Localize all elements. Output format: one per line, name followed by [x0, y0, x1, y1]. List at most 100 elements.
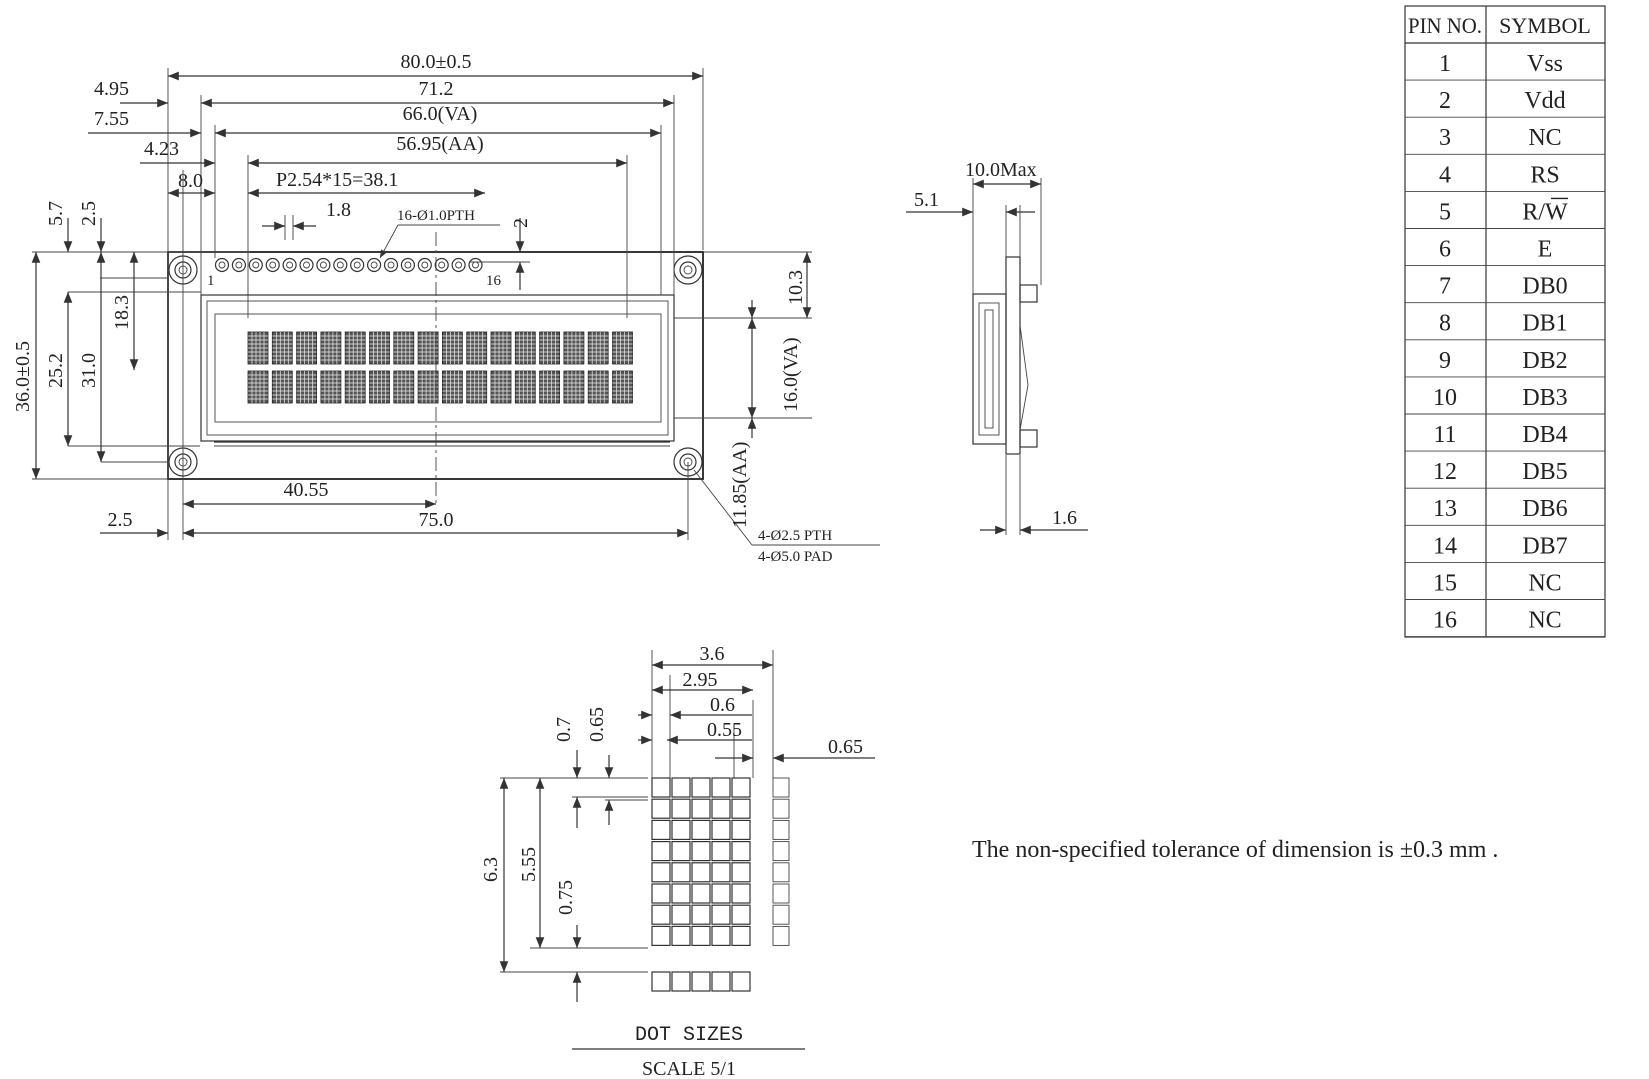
dot: [772, 862, 790, 883]
dot: [671, 883, 691, 904]
pin-symbol: DB6: [1522, 496, 1567, 522]
dot: [651, 777, 671, 798]
dot: [691, 777, 711, 798]
pin-symbol: RS: [1530, 162, 1559, 188]
lcd-character: [369, 331, 390, 365]
dim-aa-width: 56.95(AA): [396, 133, 483, 155]
pin-symbol: E: [1538, 237, 1553, 263]
dim-overall-height: 36.0±0.5: [12, 341, 34, 412]
dot: [711, 883, 731, 904]
dot: [651, 819, 671, 841]
pin-symbol: DB7: [1522, 533, 1567, 559]
lcd-character: [563, 331, 585, 365]
dim-cursor-gap: 0.75: [555, 880, 577, 915]
pin-hole: [248, 257, 263, 273]
lcd-character: [612, 331, 633, 365]
dim-v-18-3: 18.3: [111, 295, 133, 330]
lcd-character: [490, 370, 512, 404]
dot: [671, 840, 691, 862]
dim-v-0-7: 0.7: [553, 717, 575, 742]
pin-symbol: DB2: [1522, 348, 1567, 374]
mounting-hole: [673, 255, 703, 285]
dot: [691, 862, 711, 883]
pin-symbol: DB0: [1522, 274, 1567, 300]
pin-number: 15: [1433, 570, 1457, 596]
pin-symbol: DB4: [1522, 422, 1567, 448]
dim-max-thickness: 10.0Max: [965, 159, 1037, 181]
pin-symbol: DB5: [1522, 459, 1567, 485]
lcd-character: [271, 331, 293, 365]
lcd-character: [296, 370, 318, 404]
lcd-character: [393, 370, 415, 404]
pin-number: 3: [1439, 125, 1451, 151]
front-view: 80.0±0.5 71.2 66.0(VA) 56.95(AA) P2.54*1…: [12, 51, 880, 565]
pin-hole: [316, 257, 331, 273]
dot: [671, 904, 691, 925]
dot: [772, 798, 790, 819]
dot: [731, 840, 751, 862]
lcd-character: [539, 331, 560, 365]
lcd-character: [271, 370, 293, 404]
pin-number: 12: [1433, 459, 1457, 485]
dot-detail: 3.6 2.95 0.6 0.55 0.65 0.7 0.65 6.3 5.55…: [480, 643, 875, 1079]
dot: [651, 798, 671, 819]
dim-dot-pitch: 0.6: [710, 694, 735, 716]
dot: [731, 798, 751, 819]
dot: [731, 883, 751, 904]
pin-symbol: DB1: [1522, 311, 1567, 337]
lcd-character: [490, 331, 512, 365]
pin-hole: [333, 257, 348, 273]
dim-v-0-65: 0.65: [586, 707, 608, 742]
pin-row: [214, 257, 483, 273]
dot: [772, 777, 790, 798]
lcd-character: [393, 331, 415, 365]
pin-symbol: NC: [1528, 570, 1561, 596]
pin-hole: [282, 257, 297, 273]
dot-detail-scale: SCALE 5/1: [642, 1058, 736, 1079]
pin-hole: [417, 257, 432, 273]
pin-symbol: NC: [1528, 125, 1561, 151]
pin-hole: [214, 257, 230, 273]
dim-dot-height-span: 5.55: [518, 847, 540, 882]
dot: [691, 904, 711, 925]
dot: [651, 862, 671, 883]
dot: [711, 862, 731, 883]
pin-number: 13: [1433, 496, 1457, 522]
pin-hole: [434, 257, 449, 273]
dot: [731, 904, 751, 925]
lcd-character: [320, 331, 342, 365]
pin-hole: [350, 257, 365, 273]
dot: [691, 883, 711, 904]
dot: [651, 904, 671, 925]
dot: [671, 798, 691, 819]
dim-char-height: 6.3: [480, 857, 502, 882]
dot: [772, 925, 790, 946]
lcd-character: [369, 370, 390, 404]
lcd-character: [296, 331, 318, 365]
label-pin-last: 16: [486, 273, 502, 289]
lcd-character: [320, 370, 342, 404]
dot: [691, 819, 711, 841]
pin-hole: [400, 257, 415, 273]
dot: [651, 925, 671, 947]
dot: [772, 841, 790, 862]
dim-side-offset: 5.1: [914, 189, 939, 211]
tolerance-note: The non-specified tolerance of dimension…: [972, 837, 1498, 863]
dim-pin-row-offset: 2: [510, 218, 532, 228]
dim-bottom-40-55: 40.55: [284, 479, 329, 501]
dim-aa-height: 11.85(AA): [729, 442, 751, 528]
pin-number: 14: [1433, 533, 1457, 559]
dot: [772, 883, 790, 904]
dim-left-7-55: 7.55: [94, 108, 129, 130]
pin-hole: [468, 257, 483, 273]
dot: [691, 925, 711, 947]
dim-hole-pitch-x: 71.2: [419, 78, 454, 100]
dot: [711, 777, 731, 798]
side-view: 10.0Max 5.1 1.6: [906, 159, 1088, 535]
dim-left-4-23: 4.23: [144, 138, 179, 160]
lcd-character: [466, 331, 488, 365]
pin-symbol: Vdd: [1524, 88, 1565, 114]
lcd-character: [417, 370, 439, 404]
pin-hole: [231, 257, 246, 273]
